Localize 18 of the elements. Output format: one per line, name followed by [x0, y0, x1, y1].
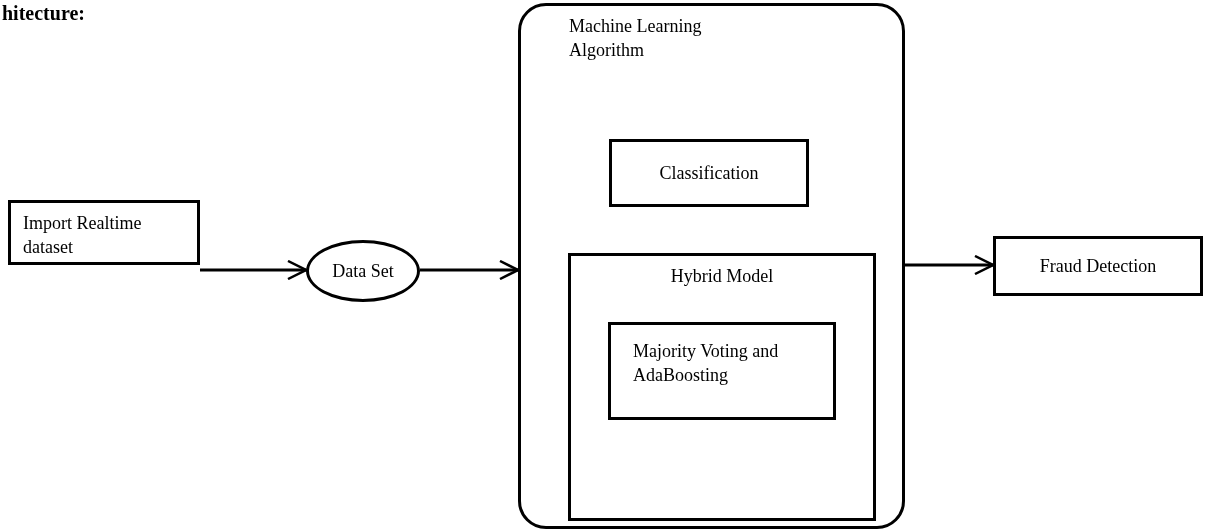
node-label: Data Set — [331, 259, 395, 283]
arrow — [200, 259, 308, 281]
node-label: Classification — [658, 161, 760, 185]
container-box — [518, 3, 905, 529]
node-label: Machine Learning Algorithm — [569, 15, 703, 63]
arrow — [905, 254, 995, 276]
node-label: Import Realtime dataset — [23, 212, 143, 260]
data-ellipse — [306, 240, 420, 302]
node-label: Hybrid Model — [669, 265, 775, 288]
process-box — [993, 236, 1203, 296]
arrow — [420, 259, 520, 281]
process-box — [568, 253, 876, 521]
heading-text: hitecture: — [2, 2, 85, 24]
node-label: Fraud Detection — [1038, 254, 1158, 278]
process-box — [608, 322, 836, 420]
process-box — [609, 139, 809, 207]
node-label: Majority Voting and AdaBoosting — [633, 340, 780, 388]
process-box — [8, 200, 200, 265]
